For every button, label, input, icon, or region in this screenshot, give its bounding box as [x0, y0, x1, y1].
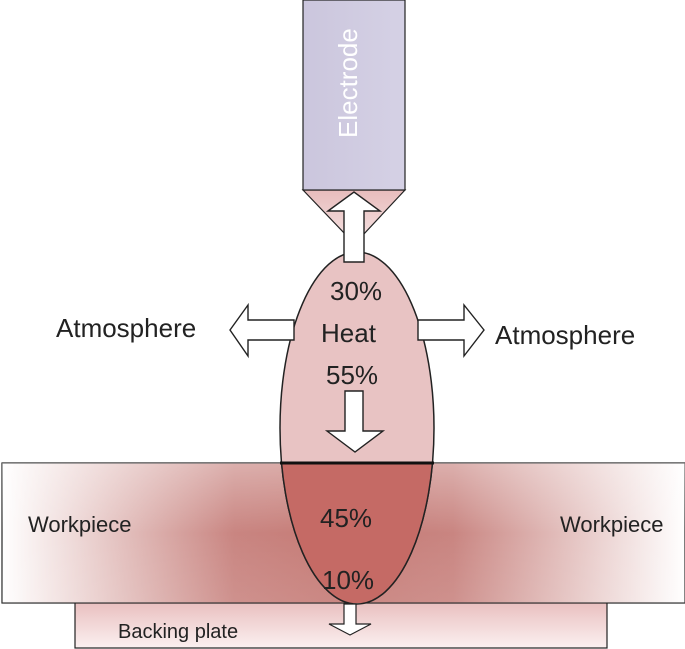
backing-plate-label: Backing plate	[118, 621, 238, 643]
percent-to-backing-plate: 10%	[322, 565, 374, 595]
workpiece-left-label: Workpiece	[28, 512, 132, 537]
arrow-up-icon	[325, 191, 383, 263]
atmosphere-left-label: Atmosphere	[56, 313, 196, 343]
weld-pool	[280, 463, 434, 603]
arrow-down-icon	[324, 390, 386, 453]
workpiece-right-label: Workpiece	[560, 512, 664, 537]
arrow-right-icon	[417, 303, 485, 359]
percent-to-electrode: 30%	[330, 276, 382, 306]
arrow-left-icon	[229, 302, 295, 359]
electrode	[302, 0, 406, 191]
percent-in-workpiece: 45%	[320, 503, 372, 533]
arrow-down-small-icon	[328, 603, 372, 636]
atmosphere-right-label: Atmosphere	[495, 320, 635, 350]
heat-label: Heat	[321, 318, 377, 348]
percent-to-workpiece: 55%	[326, 360, 378, 390]
electrode-label: Electrode	[333, 28, 363, 138]
